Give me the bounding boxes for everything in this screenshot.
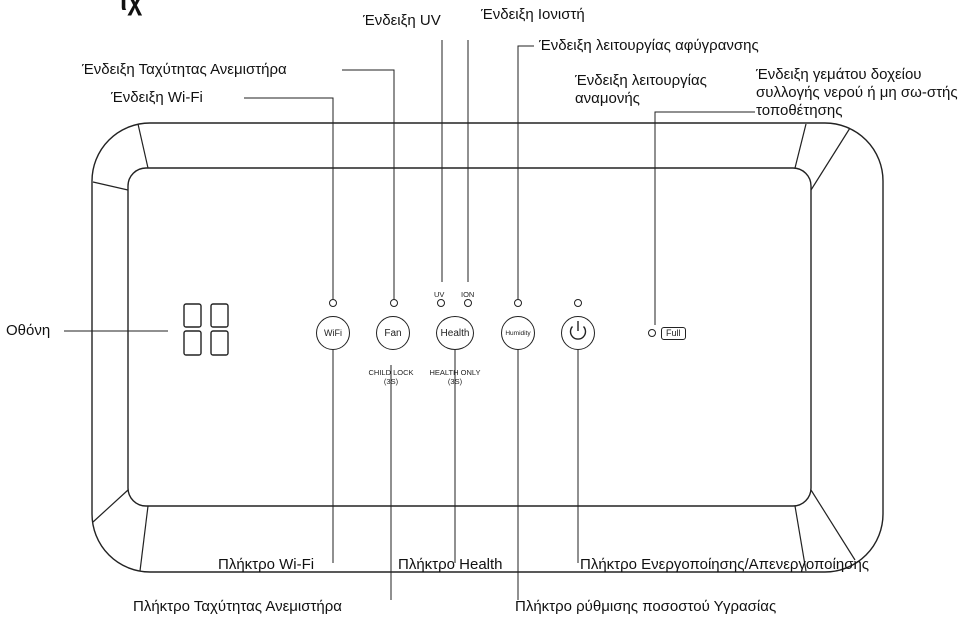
dehumidify-indicator-label: Ένδειξη λειτουργίας αφύγρανσης bbox=[539, 37, 759, 54]
health-button-label: Πλήκτρο Health bbox=[398, 556, 503, 573]
child-lock-caption: CHILD LOCK (3S) bbox=[368, 368, 414, 386]
tank-full-indicator-label: Ένδειξη γεμάτου δοχείου συλλογής νερού ή… bbox=[756, 66, 958, 119]
wifi-indicator-led bbox=[329, 299, 337, 307]
leader-lines bbox=[64, 40, 755, 600]
wifi-indicator-label: Ένδειξη Wi-Fi bbox=[111, 89, 203, 106]
power-button[interactable] bbox=[561, 316, 595, 350]
title-fragment: ιχ bbox=[120, 0, 143, 16]
fan-speed-indicator-label: Ένδειξη Ταχύτητας Ανεμιστήρα bbox=[82, 61, 287, 78]
panel-inner-frame bbox=[127, 167, 812, 507]
display-label: Οθόνη bbox=[6, 322, 51, 339]
panel-outer-frame bbox=[91, 122, 884, 573]
ion-small-label: ION bbox=[461, 290, 475, 299]
health-button[interactable]: Health bbox=[436, 316, 474, 350]
health-only-caption: HEALTH ONLY (3S) bbox=[429, 368, 481, 386]
standby-indicator-label: Ένδειξη λειτουργίας αναμονής bbox=[575, 72, 707, 107]
ion-indicator-label: Ένδειξη Ιονιστή bbox=[481, 6, 585, 23]
wifi-button[interactable]: WiFi bbox=[316, 316, 350, 350]
dehumidify-indicator-led bbox=[514, 299, 522, 307]
ion-indicator-led bbox=[464, 299, 472, 307]
wifi-button-label: Πλήκτρο Wi-Fi bbox=[218, 556, 315, 573]
fan-indicator-led bbox=[390, 299, 398, 307]
tank-full-indicator-led bbox=[648, 329, 656, 337]
standby-indicator-led bbox=[574, 299, 582, 307]
fan-speed-button-label: Πλήκτρο Ταχύτητας Ανεμιστήρα bbox=[133, 598, 342, 615]
uv-small-label: UV bbox=[434, 290, 445, 299]
uv-indicator-label: Ένδειξη UV bbox=[363, 12, 441, 29]
bevel-lines bbox=[92, 123, 856, 572]
power-button-label: Πλήκτρο Ενεργοποίησης/Απενεργοποίησης bbox=[580, 556, 870, 573]
humidity-button[interactable]: Humidity bbox=[501, 316, 535, 350]
fan-button[interactable]: Fan bbox=[376, 316, 410, 350]
seven-segment-display bbox=[183, 303, 229, 356]
tank-full-badge: Full bbox=[661, 327, 686, 340]
humidity-button-label: Πλήκτρο ρύθμισης ποσοστού Υγρασίας bbox=[515, 598, 777, 615]
uv-indicator-led bbox=[437, 299, 445, 307]
